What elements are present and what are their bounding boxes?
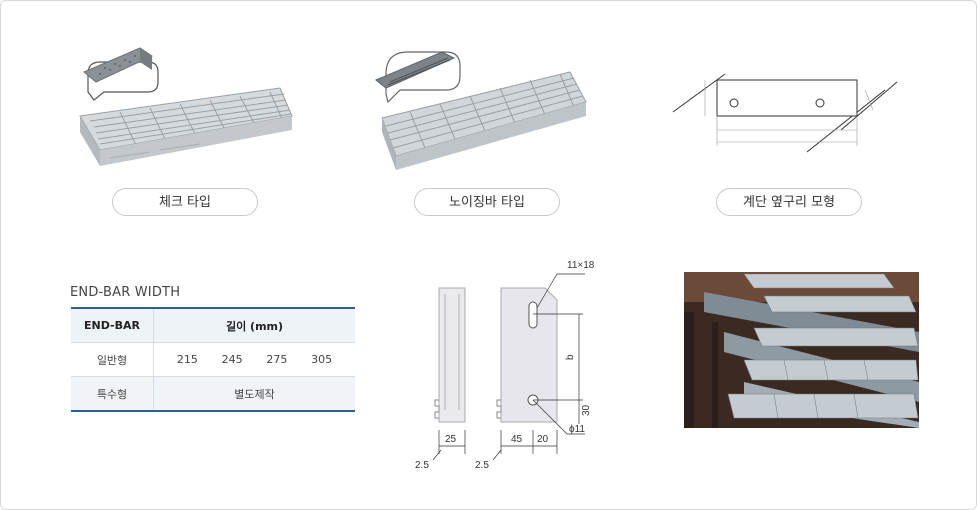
check-type-grating-image — [79, 47, 293, 166]
endbar-title: END-BAR WIDTH — [70, 285, 181, 300]
table-header-row: END-BAR 길이 (mm) — [71, 308, 355, 343]
row-values: 215 245 275 305 — [153, 342, 355, 377]
staircase-photo — [684, 272, 919, 428]
width-value: 245 — [221, 353, 243, 366]
endbar-table: END-BAR 길이 (mm) 일반형 215 245 275 305 특수형 … — [71, 307, 355, 412]
row-name: 일반형 — [71, 342, 154, 377]
thickness-label: 2.5 — [475, 460, 489, 471]
row-value: 별도제작 — [153, 376, 355, 411]
endbar-dimension-drawing: 11×18 b 30 ϕ11 25 45 20 2.5 2.5 — [415, 260, 595, 471]
dim-30-label: 30 — [581, 404, 592, 416]
width-value: 275 — [266, 353, 288, 366]
stair-side-model-drawing — [672, 73, 898, 153]
side-model-label: 계단 옆구리 모형 — [716, 188, 862, 216]
hole-size-label: 11×18 — [567, 260, 595, 271]
table-row: 일반형 215 245 275 305 — [71, 342, 355, 377]
check-type-label: 체크 타입 — [112, 188, 258, 216]
dim-25-label: 25 — [445, 434, 457, 445]
dim-20-label: 20 — [537, 434, 549, 445]
b-label: b — [565, 354, 576, 360]
width-value: 305 — [311, 353, 333, 366]
noijing-type-label: 노이징바 타입 — [414, 188, 560, 216]
header-endbar: END-BAR — [71, 308, 154, 343]
thickness-label: 2.5 — [415, 460, 429, 471]
row-name: 특수형 — [71, 376, 154, 411]
phi-label: ϕ11 — [569, 424, 585, 435]
width-value: 215 — [176, 353, 198, 366]
header-length: 길이 (mm) — [153, 308, 355, 343]
noijing-type-grating-image — [375, 51, 587, 170]
table-row: 특수형 별도제작 — [71, 376, 355, 411]
dim-45-label: 45 — [511, 434, 523, 445]
